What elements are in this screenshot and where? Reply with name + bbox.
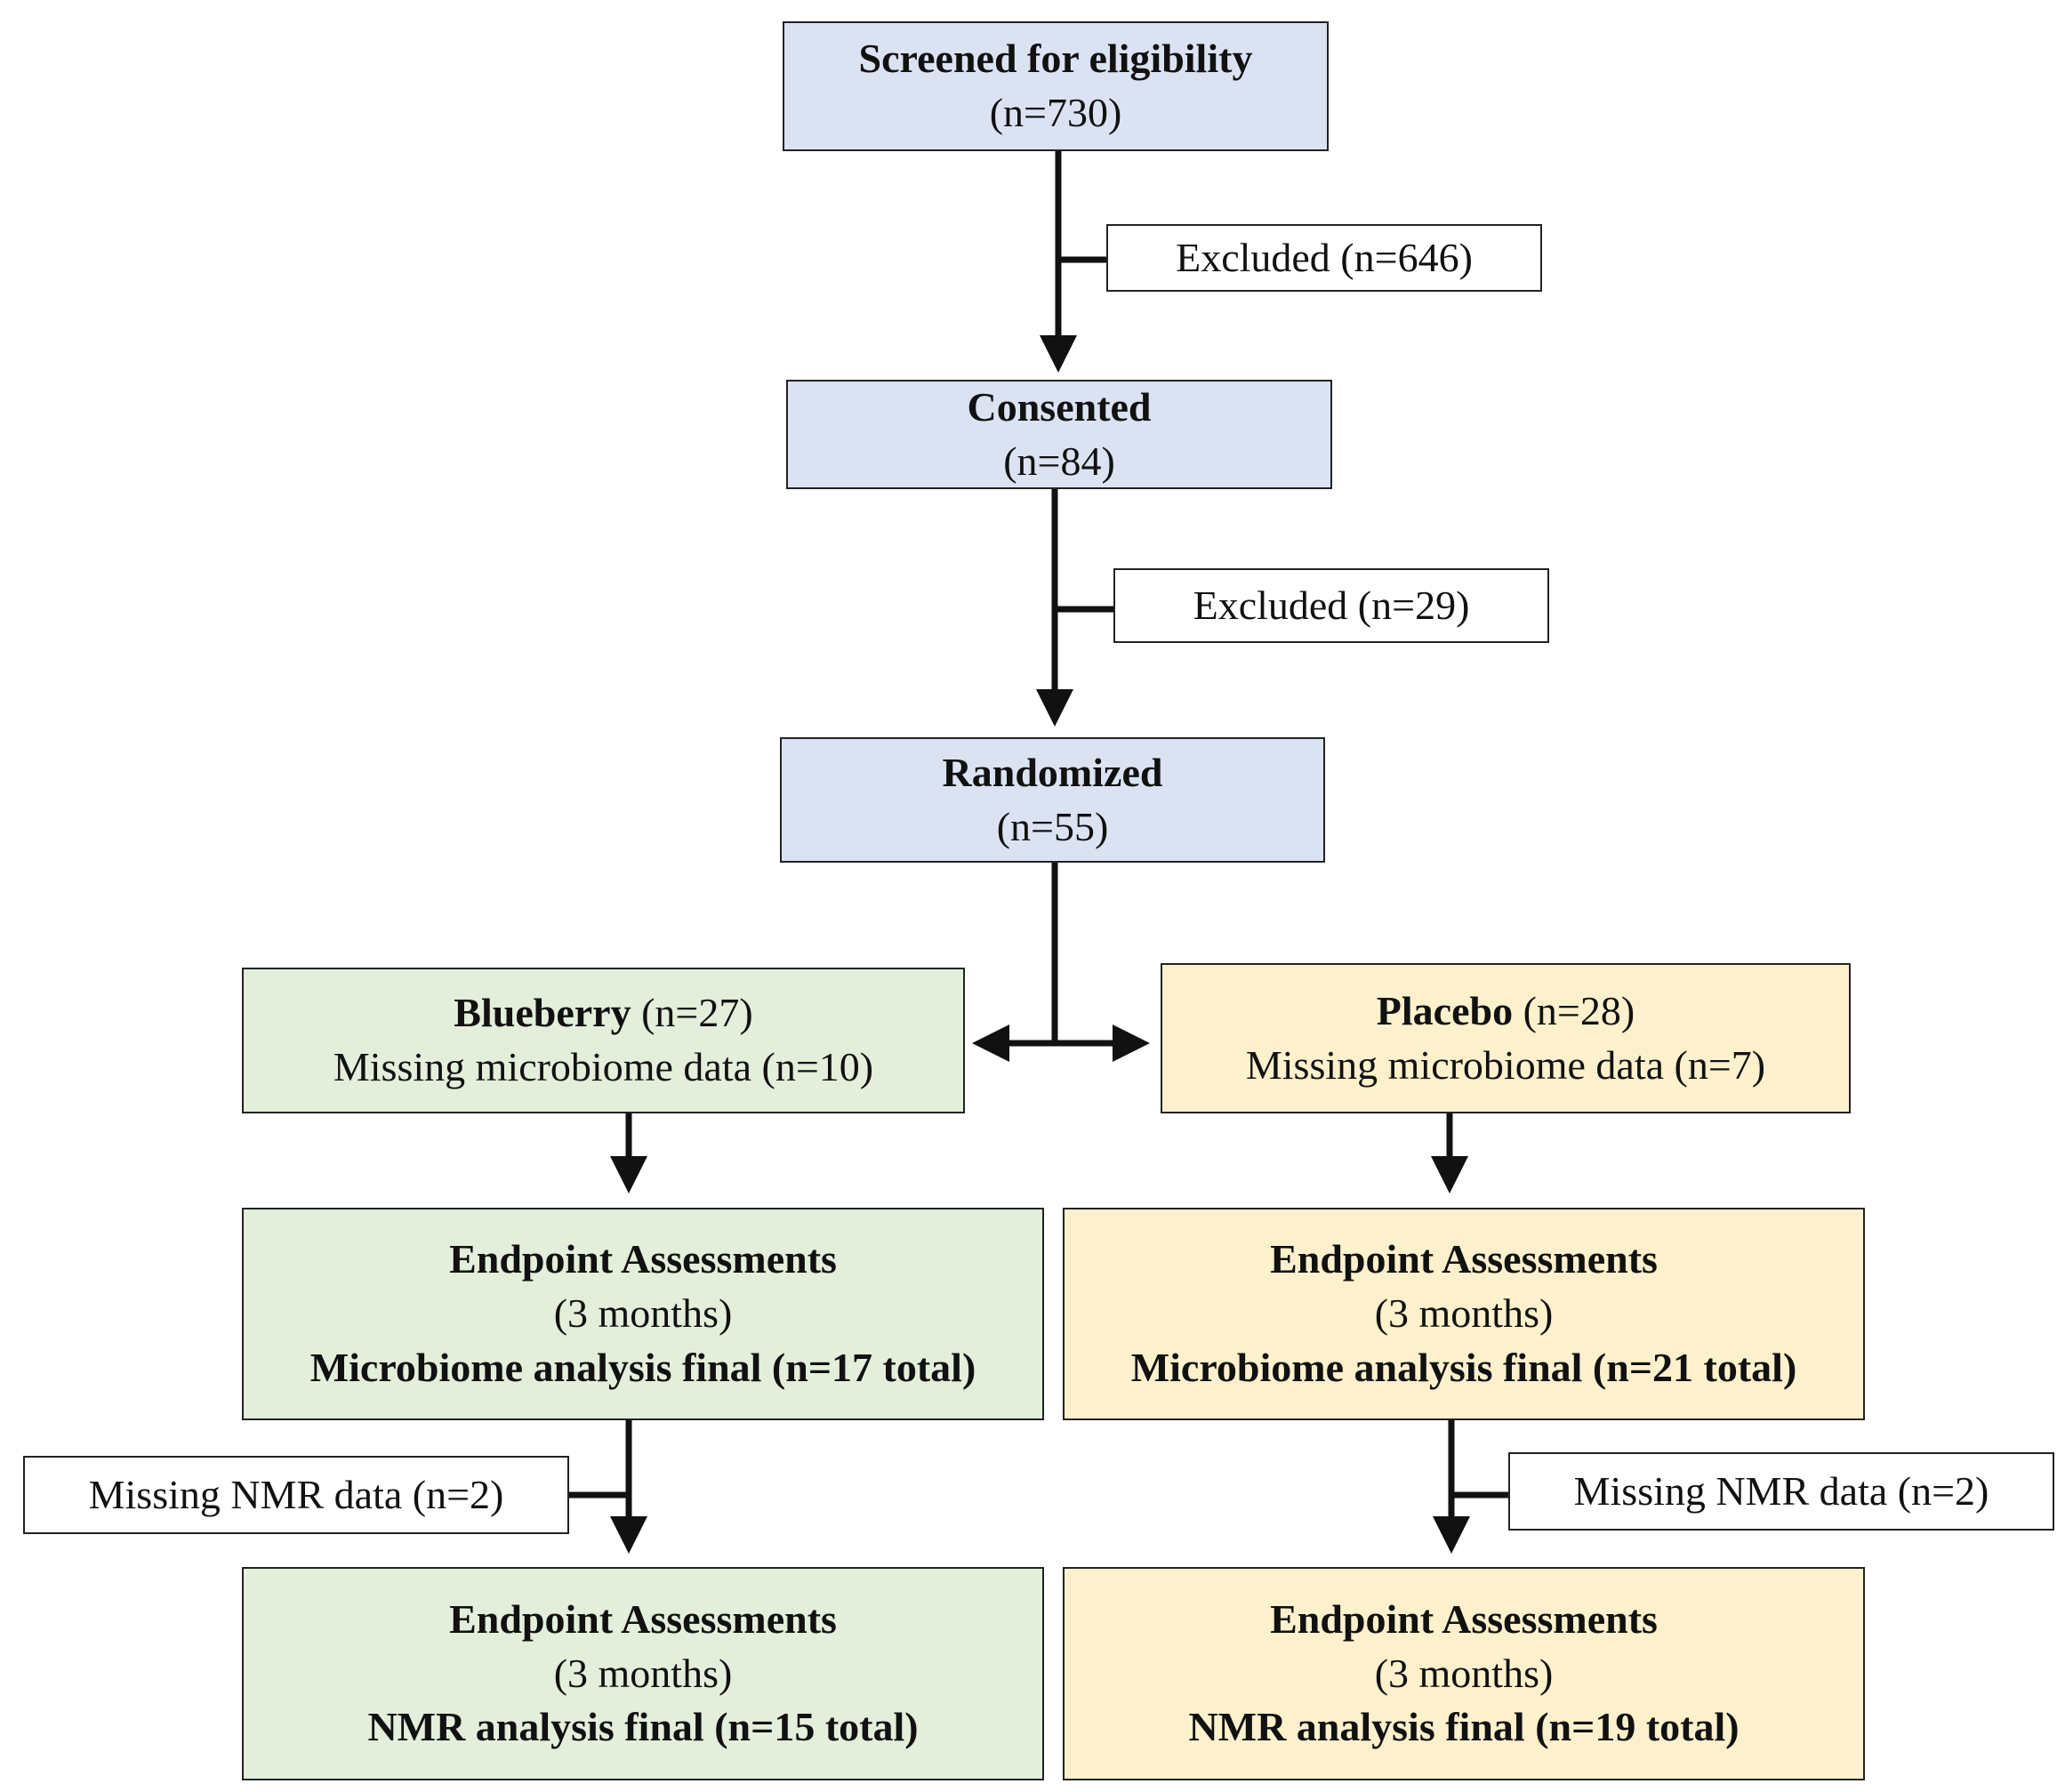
placebo-missing: Missing microbiome data (n=7)	[1245, 1041, 1766, 1088]
consented-title: Consented	[967, 383, 1152, 430]
placebo-micro-period: (3 months)	[1374, 1290, 1554, 1337]
randomized-title: Randomized	[942, 749, 1163, 795]
blueberry-micro-final: Microbiome analysis final (n=17 total)	[309, 1344, 976, 1390]
consented-count: (n=84)	[1003, 438, 1115, 484]
blueberry-nmr-box: Endpoint Assessments (3 months) NMR anal…	[242, 1567, 1044, 1780]
placebo-nmr-missing-box: Missing NMR data (n=2)	[1508, 1452, 2054, 1531]
excluded-1-label: Excluded (n=646)	[1176, 234, 1473, 280]
blueberry-count: (n=27)	[631, 990, 753, 1036]
placebo-nmr-missing-label: Missing NMR data (n=2)	[1573, 1467, 1989, 1514]
placebo-count: (n=28)	[1513, 987, 1635, 1033]
screened-box: Screened for eligibility (n=730)	[783, 21, 1329, 151]
blueberry-micro-period: (3 months)	[553, 1290, 733, 1337]
placebo-microbiome-box: Endpoint Assessments (3 months) Microbio…	[1063, 1208, 1865, 1420]
blueberry-nmr-missing-box: Missing NMR data (n=2)	[23, 1456, 569, 1534]
placebo-nmr-box: Endpoint Assessments (3 months) NMR anal…	[1063, 1567, 1865, 1780]
blueberry-nmr-title: Endpoint Assessments	[449, 1595, 837, 1642]
blueberry-arm-box: Blueberry (n=27) Missing microbiome data…	[242, 968, 965, 1113]
placebo-nmr-period: (3 months)	[1374, 1650, 1554, 1696]
blueberry-title: Blueberry	[454, 990, 631, 1036]
randomized-count: (n=55)	[996, 803, 1109, 849]
randomized-box: Randomized (n=55)	[780, 737, 1325, 863]
blueberry-nmr-final: NMR analysis final (n=15 total)	[367, 1704, 919, 1750]
placebo-arm-box: Placebo (n=28) Missing microbiome data (…	[1161, 963, 1851, 1113]
blueberry-microbiome-box: Endpoint Assessments (3 months) Microbio…	[242, 1208, 1044, 1420]
placebo-micro-final: Microbiome analysis final (n=21 total)	[1130, 1344, 1797, 1390]
excluded-2-box: Excluded (n=29)	[1113, 568, 1549, 643]
blueberry-missing: Missing microbiome data (n=10)	[333, 1044, 874, 1089]
placebo-micro-title: Endpoint Assessments	[1270, 1236, 1658, 1282]
blueberry-nmr-period: (3 months)	[553, 1650, 733, 1696]
blueberry-micro-title: Endpoint Assessments	[449, 1236, 837, 1282]
screened-count: (n=730)	[989, 90, 1122, 135]
excluded-1-box: Excluded (n=646)	[1106, 224, 1542, 292]
placebo-title: Placebo	[1376, 987, 1514, 1033]
placebo-nmr-title: Endpoint Assessments	[1270, 1595, 1658, 1642]
blueberry-nmr-missing-label: Missing NMR data (n=2)	[88, 1471, 504, 1517]
consented-box: Consented (n=84)	[786, 380, 1332, 489]
excluded-2-label: Excluded (n=29)	[1193, 582, 1470, 628]
screened-title: Screened for eligibility	[858, 36, 1253, 82]
placebo-nmr-final: NMR analysis final (n=19 total)	[1188, 1704, 1740, 1750]
